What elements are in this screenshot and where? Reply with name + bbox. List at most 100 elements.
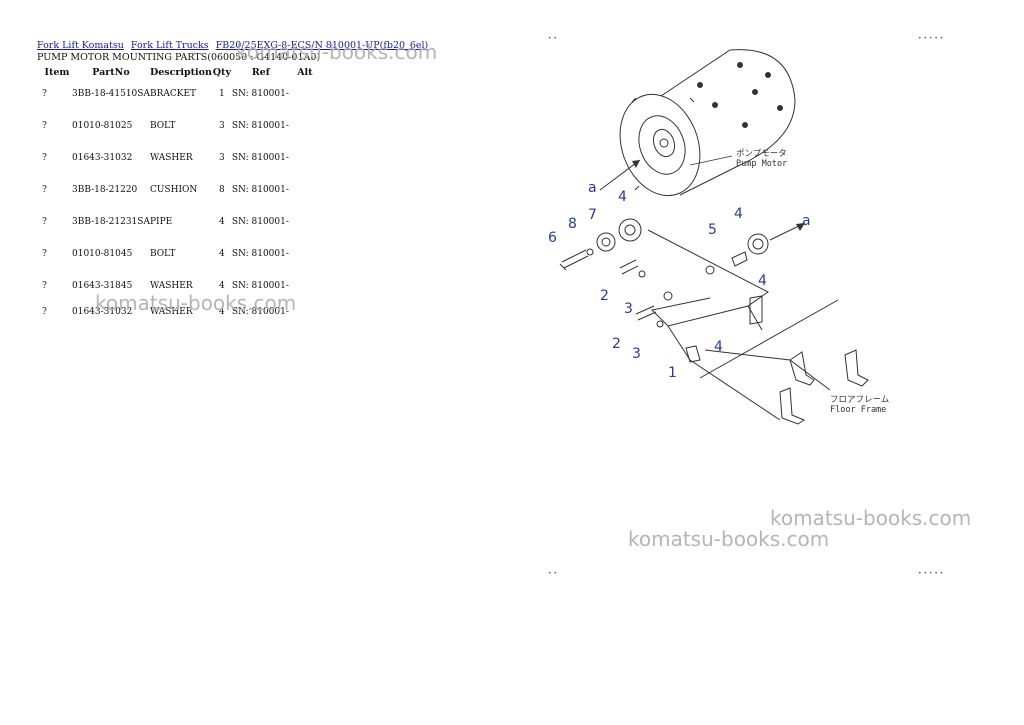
cell-alt bbox=[290, 179, 320, 211]
cell-item: ? bbox=[42, 217, 47, 227]
cell-alt bbox=[290, 147, 320, 179]
diagram-corner-mark: • • bbox=[548, 35, 557, 42]
diagram-corner-mark: • • bbox=[548, 570, 557, 577]
cell-qty: 1 bbox=[219, 89, 225, 99]
arrow-head-icon bbox=[796, 223, 805, 231]
callout-2-lower: 2 bbox=[612, 336, 621, 352]
page-title: PUMP MOTOR MOUNTING PARTS(060050 : G4140… bbox=[37, 52, 321, 63]
column-header-item: Item bbox=[44, 67, 70, 78]
cell-item: ? bbox=[42, 121, 47, 131]
cell-item: ? bbox=[42, 281, 47, 291]
callout-4-bracket: 4 bbox=[758, 273, 767, 289]
table-header-row: Item PartNo Description Qty Ref Alt bbox=[37, 64, 320, 83]
diagram-corner-mark: • • • • • bbox=[918, 35, 943, 42]
column-header-ref: Ref bbox=[251, 67, 270, 78]
callout-4-lower: 4 bbox=[714, 339, 723, 355]
column-header-partno: PartNo bbox=[92, 67, 130, 78]
cell-item: ? bbox=[42, 307, 47, 317]
breadcrumb-link-fork-lift-trucks[interactable]: Fork Lift Trucks bbox=[130, 40, 209, 51]
callout-7: 7 bbox=[588, 207, 597, 223]
cell-alt bbox=[290, 243, 320, 275]
callout-1: 1 bbox=[668, 365, 677, 381]
cell-description: BOLT bbox=[149, 249, 176, 259]
table-row: ? 01643-31032 WASHER 4 SN: 810001- bbox=[37, 301, 320, 327]
cell-item: ? bbox=[42, 153, 47, 163]
cell-alt bbox=[290, 275, 320, 301]
cell-part-no: 3BB-18-21220 bbox=[72, 185, 138, 195]
breadcrumb-link-model[interactable]: FB20/25EXG-8-ECS/N 810001-UP(fb20_6el) bbox=[215, 40, 429, 51]
arrow-label-a-right: a bbox=[802, 213, 811, 229]
callout-4: 4 bbox=[618, 189, 627, 205]
column-header-alt: Alt bbox=[297, 67, 313, 78]
cell-qty: 3 bbox=[219, 121, 225, 131]
cell-qty: 4 bbox=[219, 281, 225, 291]
cell-description: BOLT bbox=[149, 121, 176, 131]
cell-part-no: 01643-31032 bbox=[72, 307, 133, 317]
cell-part-no: 3BB-18-21231SA bbox=[72, 217, 150, 227]
cell-description: WASHER bbox=[149, 281, 193, 291]
cell-alt bbox=[290, 115, 320, 147]
cell-part-no: 01643-31032 bbox=[72, 153, 133, 163]
diagram-corner-mark: • • • • • bbox=[918, 570, 943, 577]
table-row: ? 01010-81045 BOLT 4 SN: 810001- bbox=[37, 243, 320, 275]
callout-4-right: 4 bbox=[734, 206, 743, 222]
cell-description: BRACKET bbox=[149, 89, 197, 99]
table-row: ? 3BB-18-41510SA BRACKET 1 SN: 810001- bbox=[37, 83, 320, 115]
cell-ref: SN: 810001- bbox=[231, 153, 289, 163]
cell-description: PIPE bbox=[149, 217, 173, 227]
cell-part-no: 01010-81025 bbox=[72, 121, 133, 131]
cell-part-no: 01010-81045 bbox=[72, 249, 133, 259]
cell-description: WASHER bbox=[149, 307, 193, 317]
floor-frame-label-en: Floor Frame bbox=[830, 405, 886, 415]
table-row: ? 01643-31845 WASHER 4 SN: 810001- bbox=[37, 275, 320, 301]
callout-8: 8 bbox=[568, 216, 577, 232]
pump-motor-drawing bbox=[619, 49, 796, 197]
cell-ref: SN: 810001- bbox=[231, 217, 289, 227]
pump-motor-label-en: Pump Motor bbox=[736, 159, 787, 169]
breadcrumb: Fork Lift Komatsu Fork Lift Trucks FB20/… bbox=[37, 40, 432, 51]
table-row: ? 3BB-18-21220 CUSHION 8 SN: 810001- bbox=[37, 179, 320, 211]
table-row: ? 3BB-18-21231SA PIPE 4 SN: 810001- bbox=[37, 211, 320, 243]
cell-description: WASHER bbox=[149, 153, 193, 163]
leader-line bbox=[689, 155, 733, 166]
arrow-line bbox=[599, 159, 641, 191]
floor-frame-label-jp: フロアフレーム bbox=[830, 395, 889, 405]
small-parts-drawing bbox=[559, 218, 769, 271]
cell-ref: SN: 810001- bbox=[231, 89, 289, 99]
parts-table: Item PartNo Description Qty Ref Alt ? 3B… bbox=[37, 64, 320, 327]
cell-alt bbox=[290, 211, 320, 243]
cell-qty: 4 bbox=[219, 307, 225, 317]
column-header-description: Description bbox=[149, 67, 212, 78]
cell-alt bbox=[290, 301, 320, 327]
breadcrumb-link-fork-lift-komatsu[interactable]: Fork Lift Komatsu bbox=[37, 40, 124, 51]
cell-ref: SN: 810001- bbox=[231, 249, 289, 259]
callout-3: 3 bbox=[624, 301, 633, 317]
cell-item: ? bbox=[42, 89, 47, 99]
callout-2: 2 bbox=[600, 288, 609, 304]
cell-ref: SN: 810001- bbox=[231, 307, 289, 317]
cell-qty: 4 bbox=[219, 217, 225, 227]
cell-part-no: 01643-31845 bbox=[72, 281, 133, 291]
callout-5: 5 bbox=[708, 222, 717, 238]
floor-frame-drawing bbox=[689, 299, 869, 425]
cell-ref: SN: 810001- bbox=[231, 281, 289, 291]
parts-diagram: • • • • • • • • • • • • • • ポンプモータ Pump … bbox=[548, 35, 943, 577]
cell-qty: 3 bbox=[219, 153, 225, 163]
cell-description: CUSHION bbox=[149, 185, 198, 195]
arrow-label-a: a bbox=[588, 180, 597, 196]
cell-alt bbox=[290, 83, 320, 115]
cell-item: ? bbox=[42, 249, 47, 259]
table-row: ? 01643-31032 WASHER 3 SN: 810001- bbox=[37, 147, 320, 179]
cell-qty: 4 bbox=[219, 249, 225, 259]
cell-ref: SN: 810001- bbox=[231, 185, 289, 195]
callout-3-lower: 3 bbox=[632, 346, 641, 362]
table-row: ? 01010-81025 BOLT 3 SN: 810001- bbox=[37, 115, 320, 147]
callout-6: 6 bbox=[548, 230, 557, 246]
cell-item: ? bbox=[42, 185, 47, 195]
cell-qty: 8 bbox=[219, 185, 225, 195]
cell-part-no: 3BB-18-41510SA bbox=[72, 89, 150, 99]
arrow-head-icon bbox=[632, 160, 640, 168]
bracket-drawing bbox=[619, 229, 769, 363]
pump-motor-label-jp: ポンプモータ bbox=[736, 149, 787, 159]
column-header-qty: Qty bbox=[212, 67, 231, 78]
